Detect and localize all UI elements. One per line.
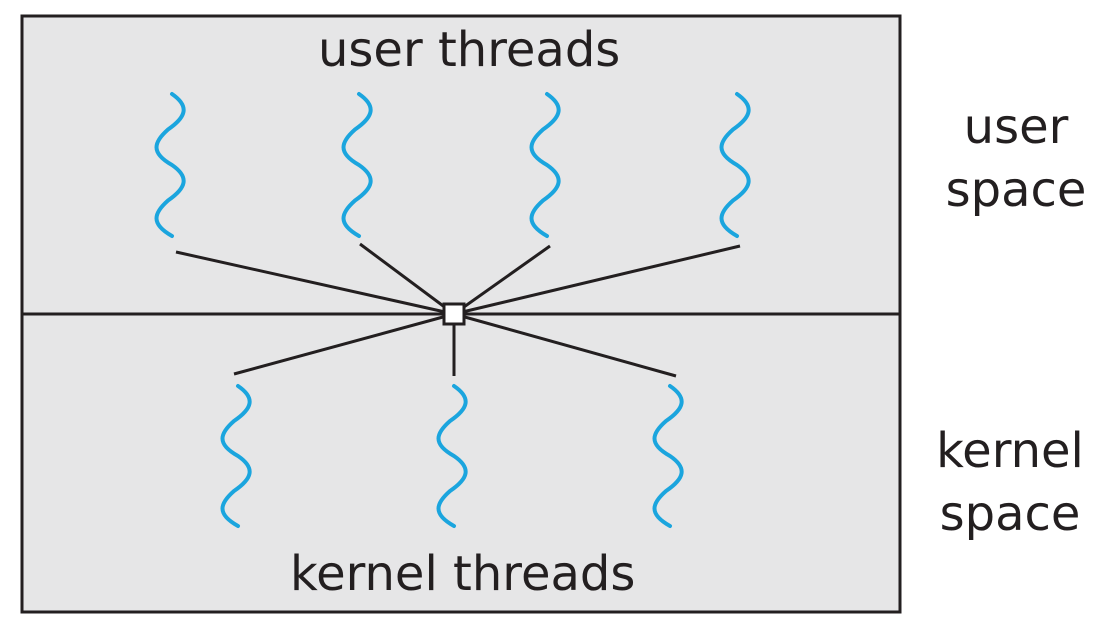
kernel-space-label: kernel space	[915, 420, 1105, 547]
user-thread-link-4	[453, 244, 741, 316]
user-thread-link-3	[453, 244, 551, 316]
user-thread-4	[719, 92, 751, 238]
kernel-thread-link-1	[233, 312, 455, 376]
user-thread-2	[341, 92, 373, 238]
user-threads-label: user threads	[318, 22, 621, 78]
user-thread-link-1	[175, 250, 455, 316]
kernel-thread-3	[652, 384, 684, 528]
kernel-thread-link-3	[453, 312, 677, 378]
kernel-thread-2	[436, 384, 468, 528]
kernel-space-label-line-2: space	[939, 486, 1081, 543]
user-thread-link-2	[359, 242, 455, 316]
user-thread-group	[154, 92, 751, 238]
user-space-label: user space	[936, 96, 1096, 223]
user-thread-1	[154, 92, 186, 238]
user-space-label-line-1: user	[963, 99, 1069, 155]
user-space-label-line-2: space	[945, 162, 1087, 219]
kernel-thread-1	[220, 384, 252, 528]
kernel-thread-group	[220, 384, 684, 528]
kernel-space-label-line-1: kernel	[936, 423, 1084, 479]
kernel-threads-label: kernel threads	[290, 546, 636, 602]
mapping-hub	[442, 302, 466, 326]
user-thread-3	[529, 92, 561, 238]
